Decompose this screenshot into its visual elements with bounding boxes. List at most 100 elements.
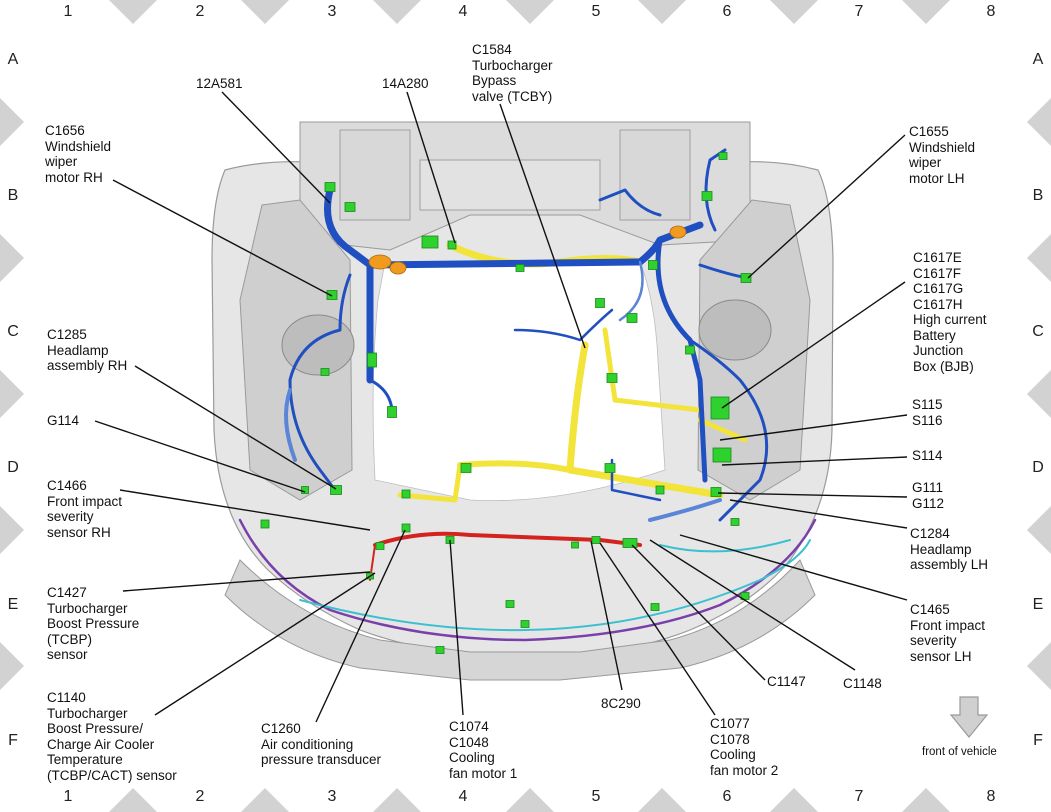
grid-col-label: 2 [195, 788, 205, 805]
callout-line: assembly LH [910, 557, 989, 572]
callout-line: Charge Air Cooler [47, 736, 155, 752]
callout-line: High current [913, 312, 987, 327]
callout-line: motor RH [45, 169, 103, 185]
connector-marker [718, 152, 728, 160]
callout-line: Cooling [449, 750, 495, 765]
connector-marker [710, 396, 730, 420]
callout-line: C1140 [47, 690, 86, 705]
callout-line: 8C290 [601, 696, 641, 711]
grid-row-label: A [1032, 51, 1044, 68]
border-diamond [638, 788, 686, 812]
callout-s114: S114 [912, 448, 943, 464]
connector-marker [401, 489, 411, 499]
grid-col-label: 1 [63, 3, 73, 20]
callout-line: Boost Pressure [47, 616, 140, 631]
connector-marker [435, 646, 445, 654]
connector-marker [622, 538, 638, 548]
callout-c1656: C1656 Windshield wiper motor RH [45, 123, 111, 185]
callout-line: C1655 [909, 124, 949, 139]
callout-line: S115 [912, 397, 943, 412]
callout-line: G114 [47, 413, 80, 428]
connector-marker [260, 519, 270, 529]
grid-row-label: F [8, 732, 18, 749]
callout-line: C1148 [843, 676, 882, 691]
down-arrow-icon [949, 696, 989, 738]
callout-c1260: C1260 Air conditioning pressure transduc… [261, 721, 381, 768]
callout-line: C1078 [710, 731, 750, 747]
callout-c1140: C1140 Turbocharger Boost Pressure/ Charg… [47, 690, 177, 783]
connector-marker [367, 352, 377, 368]
border-diamond [241, 788, 289, 812]
callout-c1077: C1077 C1078 Cooling fan motor 2 [710, 716, 778, 778]
border-diamond [109, 788, 157, 812]
connector-markers [260, 152, 752, 654]
callout-line: C1260 [261, 721, 301, 736]
border-diamond [373, 0, 421, 24]
callout-c1617: C1617E C1617F C1617G C1617H High current… [913, 250, 987, 374]
turbo-connector-marker [669, 225, 687, 239]
callout-line: Headlamp [910, 541, 972, 557]
connector-marker [447, 240, 457, 250]
callout-line: 12A581 [196, 76, 243, 91]
callout-line: sensor RH [47, 524, 111, 540]
grid-col-label: 3 [327, 788, 337, 805]
connector-marker [326, 290, 338, 300]
callout-line: Air conditioning [261, 736, 354, 752]
border-diamond [0, 370, 24, 418]
grid-row-label: D [1032, 459, 1044, 476]
callout-c1147: C1147 [767, 674, 806, 690]
border-diamond [1027, 234, 1051, 282]
callout-c1284: C1284 Headlamp assembly LH [910, 526, 988, 573]
callout-line: wiper [45, 154, 78, 169]
callout-line: C1465 [910, 602, 950, 617]
connector-marker [505, 600, 515, 608]
connector-marker [740, 273, 752, 283]
connector-marker [401, 523, 411, 533]
callout-g111: G111 G112 [912, 480, 944, 511]
connector-marker [375, 542, 385, 550]
grid-col-label: 8 [986, 788, 996, 805]
grid-row-label: D [7, 459, 19, 476]
connector-marker [650, 603, 660, 611]
callout-line: motor LH [909, 170, 965, 186]
callout-line: Turbocharger [47, 705, 128, 721]
grid-row-label: F [1033, 732, 1043, 749]
grid-col-label: 3 [327, 3, 337, 20]
border-diamond [373, 788, 421, 812]
border-diamond [0, 234, 24, 282]
callout-line: valve (TCBY) [472, 88, 553, 104]
callout-line: C1048 [449, 734, 489, 750]
connector-marker [685, 345, 695, 355]
connector-marker [595, 298, 605, 308]
callout-c1148: C1148 [843, 676, 882, 692]
connector-marker [324, 182, 336, 192]
connector-marker [606, 373, 618, 383]
connector-marker [626, 313, 638, 323]
callout-line: assembly RH [47, 358, 128, 373]
grid-row-label: A [7, 51, 19, 68]
callout-line: Bypass [472, 73, 517, 88]
callout-line: Cooling [710, 747, 756, 762]
border-diamond [1027, 370, 1051, 418]
callout-line: C1584 [472, 42, 512, 57]
grid-col-label: 4 [458, 3, 468, 20]
border-diamond [0, 506, 24, 554]
connector-marker [604, 463, 616, 473]
callout-12a581: 12A581 [196, 76, 243, 92]
border-diamond [0, 642, 24, 690]
border-diamond [1027, 98, 1051, 146]
callout-line: sensor [47, 647, 88, 662]
callout-line: C1074 [449, 719, 489, 734]
border-diamond [902, 788, 950, 812]
callout-line: Turbocharger [47, 600, 128, 616]
grid-row-label: E [7, 596, 19, 613]
leader-lines [94, 91, 908, 723]
callout-c1584: C1584 Turbocharger Bypass valve (TCBY) [472, 42, 553, 104]
callout-c1655: C1655 Windshield wiper motor LH [909, 124, 975, 186]
grid-col-label: 7 [854, 788, 864, 805]
callout-line: C1077 [710, 716, 750, 731]
callout-line: Turbocharger [472, 57, 553, 73]
turbo-connector-marker [389, 261, 407, 275]
